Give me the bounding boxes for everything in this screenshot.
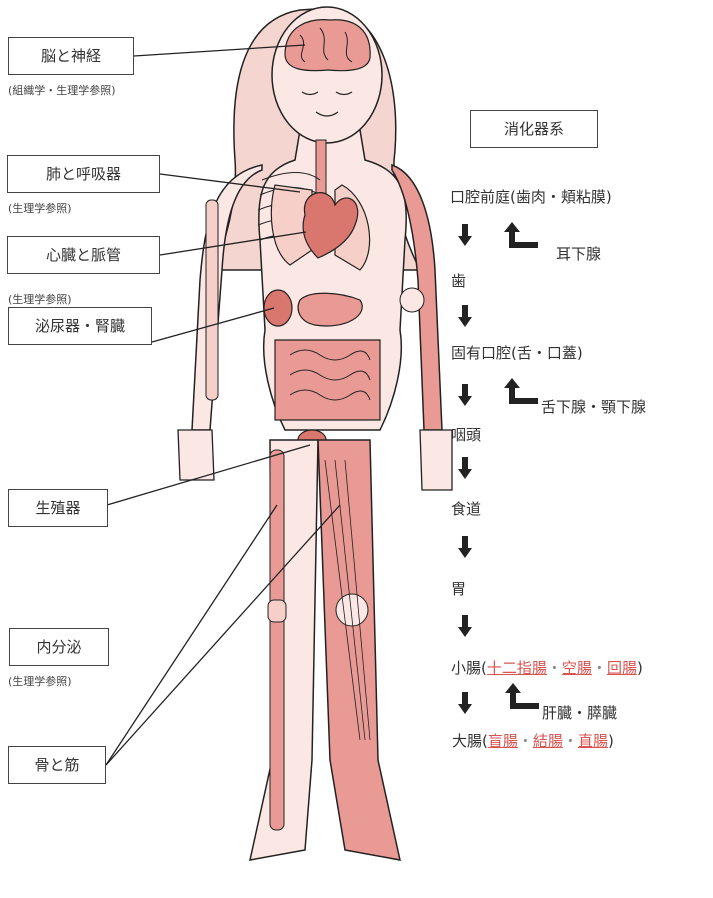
link-duodenum[interactable]: 十二指腸	[487, 659, 547, 677]
label-reproductive: 生殖器	[8, 489, 108, 527]
note-brain: (組織学・生理学参照)	[8, 82, 116, 98]
label-bone-muscle: 骨と筋	[8, 746, 106, 784]
link-cecum[interactable]: 盲腸	[488, 732, 518, 750]
link-colon[interactable]: 結腸	[533, 732, 563, 750]
stomach: 胃	[451, 578, 466, 599]
merge-arrow-icon	[504, 378, 538, 404]
link-rectum[interactable]: 直腸	[578, 732, 608, 750]
arrow-down-icon	[458, 692, 472, 716]
label-heart-vessels: 心臓と脈管	[7, 236, 160, 274]
note-heart: (生理学参照)	[8, 291, 72, 307]
arrow-down-icon	[458, 384, 472, 408]
label-brain-nerves: 脳と神経	[8, 37, 134, 75]
small-intestine: 小腸	[451, 659, 481, 677]
arrow-down-icon	[458, 305, 472, 329]
note-lung: (生理学参照)	[8, 200, 72, 216]
esophagus: 食道	[451, 498, 481, 519]
link-jejunum[interactable]: 空腸	[562, 659, 592, 677]
large-intestine-row: 大腸(盲腸・結腸・直腸)	[452, 730, 614, 751]
pharynx: 咽頭	[451, 424, 481, 445]
merge-arrow-icon	[504, 222, 538, 248]
label-endocrine: 内分泌	[9, 628, 109, 666]
oral-proper: 固有口腔(舌・口蓋)	[451, 342, 583, 363]
right-hand	[178, 430, 214, 480]
arrow-down-icon	[458, 224, 472, 248]
label-lung-respiratory: 肺と呼吸器	[7, 155, 160, 193]
teeth: 歯	[451, 270, 466, 291]
arrow-down-icon	[458, 615, 472, 639]
arrow-down-icon	[458, 536, 472, 560]
sublingual-glands: 舌下腺・顎下腺	[541, 396, 646, 417]
digestive-title: 消化器系	[470, 110, 598, 148]
left-hand	[420, 430, 452, 490]
merge-arrow-icon	[505, 683, 539, 709]
label-urinary-kidney: 泌尿器・腎臓	[8, 307, 152, 345]
small-intestine-row: 小腸(十二指腸・空腸・回腸)	[451, 657, 643, 678]
note-endocrine: (生理学参照)	[8, 673, 72, 689]
large-intestine: 大腸	[452, 732, 482, 750]
arrow-down-icon	[458, 457, 472, 481]
parotid-gland: 耳下腺	[556, 243, 601, 264]
leader-bone	[106, 505, 277, 765]
oral-vestibule: 口腔前庭(歯肉・頬粘膜)	[450, 186, 612, 207]
link-ileum[interactable]: 回腸	[607, 659, 637, 677]
kidney	[264, 290, 292, 326]
liver-pancreas: 肝臓・膵臓	[542, 702, 617, 723]
